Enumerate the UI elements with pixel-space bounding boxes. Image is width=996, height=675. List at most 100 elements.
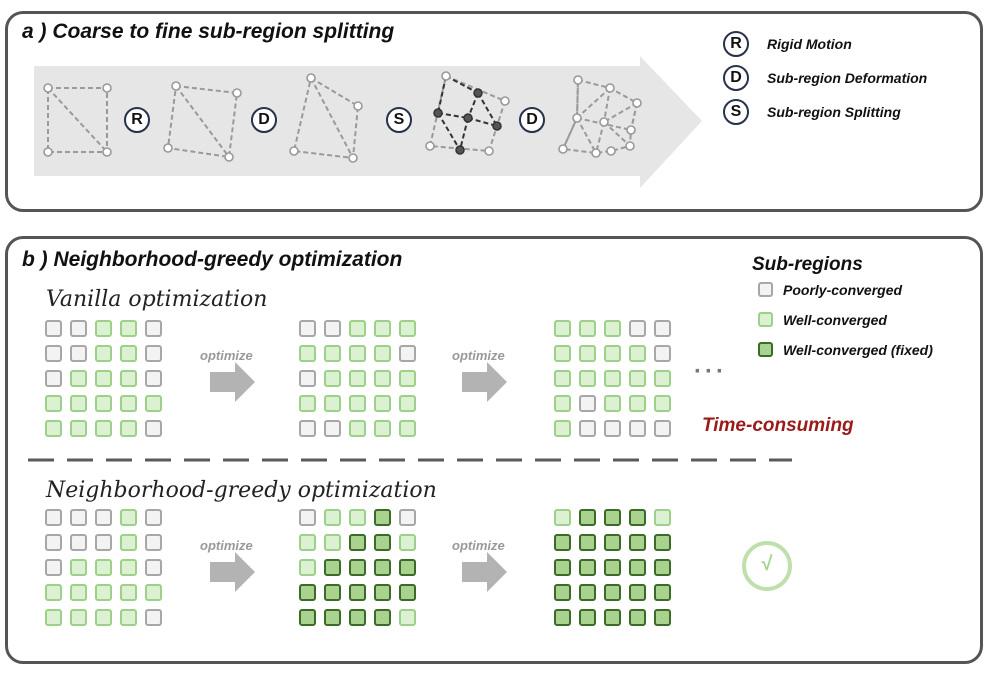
panel-b-title: b ) Neighborhood-greedy optimization [22, 248, 403, 271]
well-converged-cell [120, 584, 137, 601]
well-converged-cell [554, 420, 571, 437]
well-converged-cell [324, 534, 341, 551]
fixed-converged-cell [374, 559, 391, 576]
well-converged-cell [349, 395, 366, 412]
optimize-arrow [462, 552, 507, 592]
well-converged-cell [70, 395, 87, 412]
well-converged-cell [95, 345, 112, 362]
fixed-converged-cell [654, 559, 671, 576]
fixed-converged-cell [604, 609, 621, 626]
well-converged-cell [45, 420, 62, 437]
poorly-converged-cell [604, 420, 621, 437]
fixed-converged-cell [374, 509, 391, 526]
legend-well-label: Well-converged [783, 312, 887, 328]
poorly-converged-cell [299, 370, 316, 387]
well-converged-cell [374, 395, 391, 412]
step-deform-symbol: D [251, 107, 277, 133]
fixed-converged-cell [654, 584, 671, 601]
vanilla-title: Vanilla optimization [46, 287, 268, 312]
poorly-converged-cell [399, 345, 416, 362]
fixed-converged-cell [579, 559, 596, 576]
well-converged-cell [95, 559, 112, 576]
poorly-converged-cell [45, 559, 62, 576]
well-converged-cell [120, 320, 137, 337]
well-converged-cell [629, 395, 646, 412]
poorly-converged-cell [45, 534, 62, 551]
poorly-converged-cell [399, 509, 416, 526]
poorly-converged-cell [95, 534, 112, 551]
legend-deform-symbol: D [723, 65, 749, 91]
poorly-converged-cell [70, 345, 87, 362]
well-converged-cell [95, 370, 112, 387]
poorly-converged-cell [145, 509, 162, 526]
well-converged-cell [324, 370, 341, 387]
poorly-converged-cell [45, 509, 62, 526]
well-converged-cell [324, 395, 341, 412]
greedy-title: Neighborhood-greedy optimization [46, 478, 437, 503]
fixed-converged-cell [554, 534, 571, 551]
poorly-converged-cell [145, 345, 162, 362]
step-rigid-symbol: R [124, 107, 150, 133]
step-deform-symbol-2: D [519, 107, 545, 133]
poorly-converged-cell [629, 320, 646, 337]
fixed-converged-cell [604, 534, 621, 551]
well-converged-cell [349, 370, 366, 387]
well-converged-cell [554, 509, 571, 526]
fixed-converged-cell [349, 609, 366, 626]
panel-a-title: a ) Coarse to fine sub-region splitting [22, 20, 395, 43]
well-converged-cell [554, 395, 571, 412]
fixed-converged-cell [654, 534, 671, 551]
fixed-converged-cell [399, 584, 416, 601]
well-converged-cell [120, 420, 137, 437]
well-converged-cell [399, 534, 416, 551]
well-converged-cell [95, 584, 112, 601]
poorly-converged-cell [145, 559, 162, 576]
well-converged-cell [95, 420, 112, 437]
well-converged-cell [120, 534, 137, 551]
optimize-label: optimize [200, 348, 253, 363]
well-converged-cell [349, 509, 366, 526]
fixed-converged-cell [399, 559, 416, 576]
ellipsis: ··· [694, 358, 727, 385]
fixed-converged-cell [629, 609, 646, 626]
well-converged-cell [349, 345, 366, 362]
poorly-converged-cell [145, 609, 162, 626]
fixed-converged-cell [579, 534, 596, 551]
fixed-converged-cell [604, 559, 621, 576]
time-consuming-label: Time-consuming [702, 415, 854, 436]
poorly-converged-cell [579, 395, 596, 412]
legend-rigid-label: Rigid Motion [767, 36, 852, 52]
well-converged-cell [399, 420, 416, 437]
well-converged-cell [145, 584, 162, 601]
fixed-converged-cell [554, 584, 571, 601]
poorly-converged-cell [324, 320, 341, 337]
well-converged-cell [579, 345, 596, 362]
well-converged-cell [120, 345, 137, 362]
well-converged-cell [374, 370, 391, 387]
well-converged-cell [629, 345, 646, 362]
well-converged-cell [604, 320, 621, 337]
well-converged-cell [399, 370, 416, 387]
poorly-converged-cell [324, 420, 341, 437]
well-converged-cell [95, 395, 112, 412]
well-converged-cell [70, 559, 87, 576]
fixed-converged-cell [374, 584, 391, 601]
fixed-converged-cell [579, 584, 596, 601]
well-converged-cell [554, 345, 571, 362]
poorly-converged-cell [70, 534, 87, 551]
well-converged-cell [120, 609, 137, 626]
poorly-converged-cell [299, 320, 316, 337]
well-converged-cell [554, 320, 571, 337]
poorly-converged-cell [654, 420, 671, 437]
well-converged-cell [299, 345, 316, 362]
subregions-legend-title: Sub-regions [752, 254, 863, 275]
poorly-converged-cell [145, 534, 162, 551]
fixed-converged-cell [374, 534, 391, 551]
well-converged-cell [95, 609, 112, 626]
well-converged-cell [299, 559, 316, 576]
well-converged-cell [120, 395, 137, 412]
fixed-converged-cell [579, 609, 596, 626]
well-converged-cell [349, 320, 366, 337]
step-split-symbol: S [386, 107, 412, 133]
poorly-converged-cell [654, 320, 671, 337]
